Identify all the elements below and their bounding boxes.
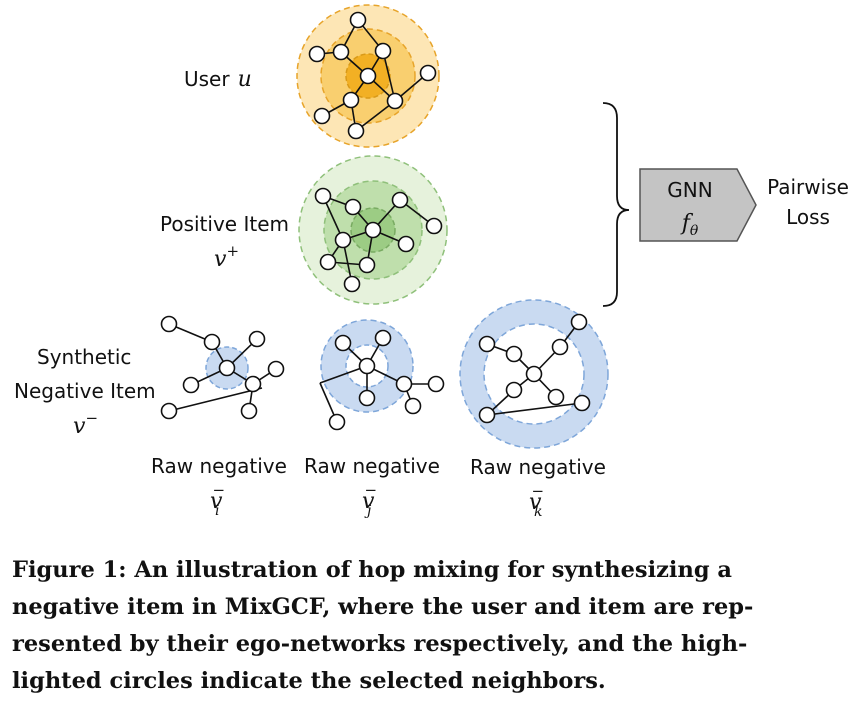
synthetic-label-line2: Negative Item: [14, 379, 156, 403]
positive-item-label: Positive Item: [160, 212, 289, 236]
raw-negative-i-label: Raw negative: [151, 454, 287, 478]
user-center-node: [359, 67, 377, 85]
user-ego-network: [296, 4, 440, 148]
raw-k-neighbor-node: [570, 313, 588, 331]
positive-neighbor-node: [319, 253, 337, 271]
raw-negative-k-symbol: v−k: [529, 482, 544, 520]
gnn-box: [639, 168, 757, 242]
synthetic-negative-network: [160, 315, 285, 420]
raw-j-neighbor-node: [374, 329, 392, 347]
raw-j-neighbor-node: [427, 375, 445, 393]
raw-negative-j-label: Raw negative: [304, 454, 440, 478]
positive-neighbor-node: [334, 231, 352, 249]
positive-center-node: [364, 221, 382, 239]
raw-k-neighbor-node: [478, 335, 496, 353]
raw-k-center-node: [525, 365, 543, 383]
raw-j-neighbor-node: [358, 389, 376, 407]
user-neighbor-node: [342, 91, 360, 109]
raw-k-neighbor-node: [505, 345, 523, 363]
synthetic-neighbor-node: [267, 360, 285, 378]
caption-line: resented by their ego-networks respectiv…: [12, 631, 748, 657]
positive-neighbor-node: [314, 187, 332, 205]
positive-neighbor-node: [391, 191, 409, 209]
synthetic-nodes: [160, 315, 285, 420]
synthetic-neighbor-node: [244, 375, 262, 393]
caption-line: Figure 1: An illustration of hop mixing …: [12, 557, 732, 583]
raw-negative-j-network: [319, 319, 445, 431]
raw-j-neighbor-node: [334, 334, 352, 352]
positive-neighbor-node: [343, 275, 361, 293]
positive-neighbor-node: [358, 256, 376, 274]
user-nodes: [308, 11, 437, 140]
user-neighbor-node: [313, 107, 331, 125]
synthetic-neighbor-node: [160, 402, 178, 420]
positive-neighbor-node: [425, 217, 443, 235]
positive-neighbor-node: [397, 235, 415, 253]
gnn-label: GNN: [667, 178, 712, 202]
caption-line: lighted circles indicate the selected ne…: [12, 668, 606, 694]
user-neighbor-node: [332, 43, 350, 61]
positive-neighbor-node: [344, 198, 362, 216]
loss-label-line1: Pairwise: [767, 175, 849, 199]
synthetic-neighbor-node: [240, 402, 258, 420]
user-neighbor-node: [386, 92, 404, 110]
raw-j-neighbor-node: [328, 413, 346, 431]
synthetic-neighbor-node: [203, 333, 221, 351]
raw-j-neighbor-node: [404, 397, 422, 415]
raw-k-neighbor-node: [551, 338, 569, 356]
synthetic-label-line1: Synthetic: [37, 345, 131, 369]
raw-k-neighbor-node: [573, 394, 591, 412]
synthetic-neighbor-node: [160, 315, 178, 333]
raw-j-neighbor-node: [395, 375, 413, 393]
caption-line: negative item in MixGCF, where the user …: [12, 594, 754, 620]
raw-k-neighbor-node: [547, 388, 565, 406]
raw-negative-i-symbol: v−i: [210, 481, 225, 519]
synthetic-neighbor-node: [182, 376, 200, 394]
user-neighbor-node: [374, 42, 392, 60]
raw-negative-j-symbol: v−j: [362, 481, 377, 519]
positive-item-symbol: v+: [214, 242, 239, 272]
synthetic-neighbor-node: [248, 330, 266, 348]
grouping-brace: [602, 102, 630, 307]
raw-j-center-node: [358, 357, 376, 375]
user-neighbor-node: [308, 45, 326, 63]
raw-k-neighbor-node: [478, 406, 496, 424]
user-neighbor-node: [347, 122, 365, 140]
raw-negative-k-network: [459, 299, 609, 449]
synthetic-symbol: v−: [73, 409, 98, 439]
raw-k-nodes: [478, 313, 591, 424]
loss-label-line2: Loss: [786, 205, 830, 229]
user-neighbor-node: [419, 64, 437, 82]
raw-j-nodes: [328, 329, 445, 431]
positive-nodes: [314, 187, 443, 293]
raw-k-neighbor-node: [505, 381, 523, 399]
raw-negative-k-label: Raw negative: [470, 455, 606, 479]
figure-caption: Figure 1: An illustration of hop mixing …: [12, 552, 848, 700]
user-neighbor-node: [349, 11, 367, 29]
positive-item-ego-network: [298, 155, 448, 305]
synthetic-center-node: [218, 359, 236, 377]
